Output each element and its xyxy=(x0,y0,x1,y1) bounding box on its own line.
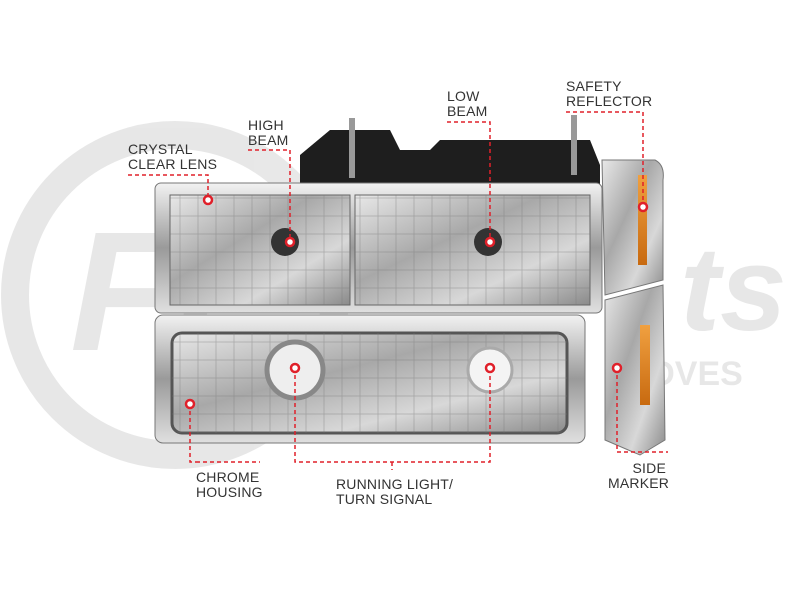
label-side-marker: SIDE MARKER xyxy=(608,460,670,491)
callout-lines xyxy=(128,111,668,470)
label-high-beam: HIGH BEAM xyxy=(248,118,288,148)
svg-text:ts: ts xyxy=(680,222,787,356)
label-line: SAFETY xyxy=(566,78,622,94)
label-running-light: RUNNING LIGHT/ TURN SIGNAL xyxy=(336,477,453,507)
label-line: RUNNING LIGHT/ xyxy=(336,476,454,492)
label-line: BEAM xyxy=(447,103,488,119)
label-low-beam: LOW BEAM xyxy=(447,89,487,119)
label-line: CHROME xyxy=(196,469,260,485)
label-line: CRYSTAL xyxy=(128,141,193,157)
callout-dots xyxy=(184,194,649,410)
label-safety-reflector: SAFETY REFLECTOR xyxy=(566,79,652,109)
label-line: MARKER xyxy=(608,475,670,491)
label-chrome-housing: CHROME HOUSING xyxy=(196,470,263,500)
label-line: CLEAR LENS xyxy=(128,156,218,172)
label-crystal-clear-lens: CRYSTAL CLEAR LENS xyxy=(128,142,217,172)
label-line: SIDE xyxy=(632,460,666,476)
label-line: BEAM xyxy=(248,132,289,148)
label-line: TURN SIGNAL xyxy=(336,491,433,507)
label-line: REFLECTOR xyxy=(566,93,653,109)
label-line: HIGH xyxy=(248,117,284,133)
label-line: LOW xyxy=(447,88,480,104)
label-line: HOUSING xyxy=(196,484,263,500)
